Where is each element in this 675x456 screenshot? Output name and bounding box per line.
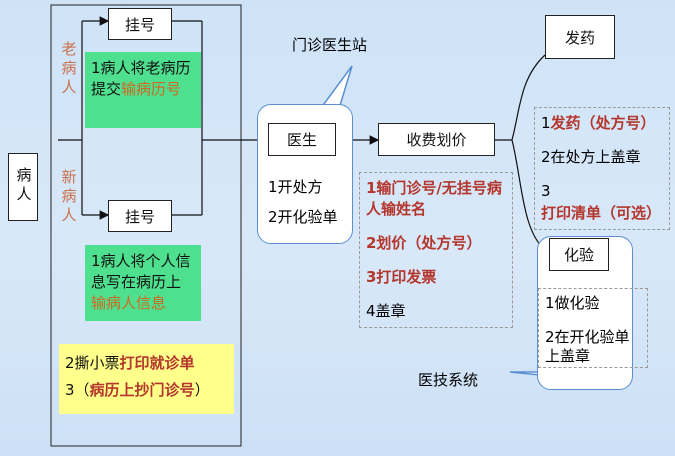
- ticket-line-2-suffix: ）: [194, 381, 210, 399]
- register-top-box: 挂号: [108, 8, 172, 40]
- patient-box: 病人: [8, 153, 38, 221]
- fee-title: 收费划价: [406, 131, 467, 149]
- ticket-line-2-prefix: 3（: [65, 381, 90, 399]
- dispense-item-3: 3 打印清单（可选）: [541, 180, 667, 224]
- doctor-item-1: 1开处方: [268, 178, 323, 196]
- register-bottom-label: 挂号: [124, 207, 155, 226]
- fee-item-2: 2划价（处方号）: [366, 234, 482, 252]
- patient-label: 病人: [16, 166, 32, 203]
- lab-box: 化验: [549, 238, 609, 271]
- dispense-steps-frame: [534, 107, 670, 230]
- register-bottom-box: 挂号: [108, 200, 172, 232]
- reception-frame: [50, 4, 242, 447]
- doctor-item-2: 2开化验单: [268, 208, 338, 226]
- curve-to-dispense: [511, 54, 546, 141]
- ticket-line-1-highlight: 打印就诊单: [119, 354, 195, 372]
- clinic-station-label: 门诊医生站: [292, 36, 368, 54]
- dispense-item-3-text: 打印清单（可选）: [541, 204, 662, 222]
- old-patient-label: 老病人: [61, 40, 77, 96]
- dispense-box: 发药: [545, 15, 615, 59]
- dispense-item-1-text: 发药（处方号）: [550, 114, 656, 132]
- fee-item-1: 1输门诊号/无挂号病人输姓名: [366, 179, 502, 218]
- ticket-line-1: 2撕小票打印就诊单: [65, 350, 228, 377]
- fee-item-4: 4盖章: [366, 302, 406, 320]
- doctor-box: 医生: [268, 123, 336, 156]
- fee-item-3: 3打印发票: [366, 268, 437, 286]
- ticket-line-2-highlight: 病历上抄门诊号: [89, 381, 195, 399]
- callout-tail-doctor: [317, 65, 353, 113]
- dispense-item-1-number: 1: [541, 114, 551, 132]
- old-note-highlight: 输病历号: [121, 80, 182, 98]
- ticket-line-2: 3（病历上抄门诊号）: [65, 377, 228, 404]
- dispense-item-3-number: 3: [541, 182, 551, 200]
- med-tech-label: 医技系统: [418, 371, 479, 389]
- ticket-note: 2撕小票打印就诊单 3（病历上抄门诊号）: [59, 344, 234, 414]
- fee-steps-frame: [359, 172, 513, 328]
- old-note-text: 1病人将老病历提交: [91, 59, 191, 98]
- lab-title: 化验: [563, 246, 594, 264]
- doctor-title: 医生: [286, 131, 317, 149]
- lab-item-1: 1做化验: [545, 294, 600, 312]
- dispense-title: 发药: [564, 28, 595, 47]
- lab-item-2: 2在开化验单上盖章: [545, 328, 630, 365]
- ticket-line-1-prefix: 2撕小票: [65, 354, 120, 372]
- new-note-highlight: 输病人信息: [91, 294, 167, 312]
- register-top-label: 挂号: [124, 15, 155, 34]
- dispense-item-2: 2在处方上盖章: [541, 148, 641, 166]
- dispense-item-1: 1发药（处方号）: [541, 112, 656, 134]
- new-patient-label: 新病人: [61, 168, 77, 224]
- old-patient-note: 1病人将老病历提交输病历号: [85, 52, 201, 128]
- fee-box: 收费划价: [378, 123, 495, 156]
- new-note-text: 1病人将个人信息写在病历上: [91, 252, 191, 291]
- new-patient-note: 1病人将个人信息写在病历上输病人信息: [85, 245, 201, 321]
- lab-steps-frame: [538, 288, 648, 368]
